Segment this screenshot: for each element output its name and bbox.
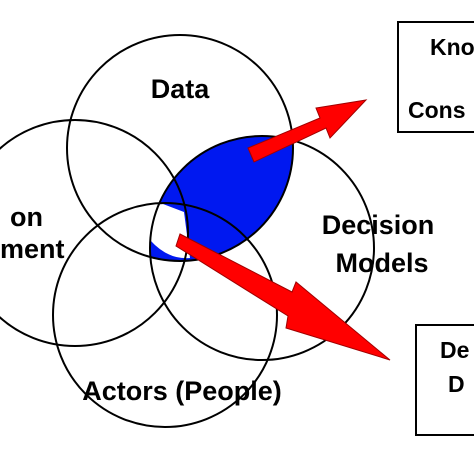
actors-label: Actors (People) [82, 376, 282, 406]
decision-models-label-line2: Models [335, 248, 428, 278]
decision-models-label-line1: Decision [322, 210, 435, 240]
upper-arrow [247, 99, 368, 163]
bottom-right-box-line1: De [440, 337, 469, 363]
bottom-right-box-line2: D [448, 371, 465, 397]
top-right-box [397, 21, 474, 133]
actors-circle [52, 202, 278, 428]
data-circle [66, 34, 294, 262]
information-management-label-line1: on [10, 202, 43, 232]
top-right-box-line2: Cons [408, 97, 466, 123]
lower-arrow [175, 233, 391, 361]
data-label: Data [151, 74, 211, 104]
top-right-box-line1: Kno [430, 34, 474, 60]
decision-models-circle [149, 135, 375, 361]
bottom-right-box [415, 324, 474, 436]
information-management-circle [0, 119, 189, 347]
information-management-label-line2: ment [0, 234, 65, 264]
